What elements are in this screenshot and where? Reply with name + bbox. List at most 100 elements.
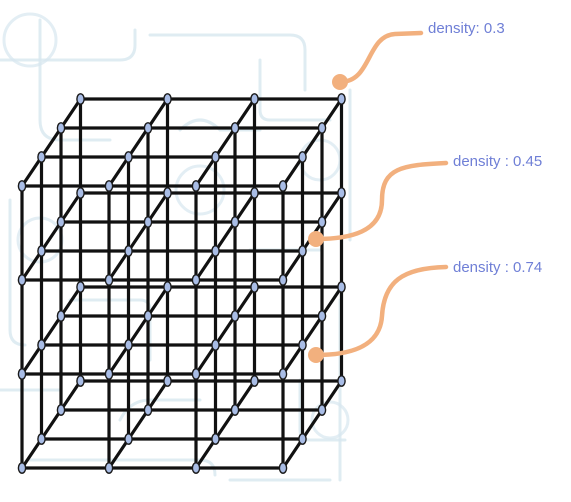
lattice-node-1-1-2 xyxy=(143,310,153,322)
lattice-node-2-0-3 xyxy=(250,375,259,387)
lattice-node-2-1-0 xyxy=(191,368,201,380)
background-ring-3 xyxy=(310,400,350,440)
edge-z-0-0-2 xyxy=(59,379,83,412)
edge-z-1-1-1 xyxy=(126,314,150,347)
lattice-node-3-3-3 xyxy=(337,93,346,105)
lattice-node-1-1-3 xyxy=(163,281,172,293)
edge-z-2-0-2 xyxy=(233,379,257,412)
edge-z-0-3-2 xyxy=(59,97,83,130)
lattice-node-1-2-1 xyxy=(124,245,133,257)
edge-z-3-2-0 xyxy=(281,249,305,282)
lattice-node-1-2-0 xyxy=(104,274,114,286)
edge-z-2-1-0 xyxy=(194,343,218,376)
edge-z-2-2-1 xyxy=(213,220,237,253)
edge-z-0-2-0 xyxy=(20,249,44,282)
edge-z-1-2-1 xyxy=(126,220,150,253)
background-trace-2 xyxy=(148,33,307,92)
lattice-node-0-3-0 xyxy=(17,180,27,192)
callout-curve-1 xyxy=(313,160,449,242)
lattice-node-3-3-1 xyxy=(298,151,307,163)
lattice-node-1-3-0 xyxy=(104,180,114,192)
lattice-node-0-0-2 xyxy=(56,404,66,416)
edge-z-3-0-2 xyxy=(320,379,344,412)
background-trace-12 xyxy=(118,398,202,422)
edge-z-1-2-2 xyxy=(146,191,170,224)
background-trace-1 xyxy=(38,18,112,142)
edge-z-3-2-2 xyxy=(320,191,344,224)
lattice-node-3-1-0 xyxy=(278,368,288,380)
lattice-node-0-1-3 xyxy=(76,281,85,293)
lattice-node-1-1-0 xyxy=(104,368,114,380)
edge-z-2-0-1 xyxy=(213,408,237,441)
lattice-node-1-3-2 xyxy=(143,122,153,134)
lattice-node-2-2-2 xyxy=(230,216,240,228)
edge-z-3-0-1 xyxy=(300,408,324,441)
edge-z-3-1-0 xyxy=(281,343,305,376)
edge-z-1-3-1 xyxy=(126,126,150,159)
edge-z-2-2-2 xyxy=(233,191,257,224)
lattice-node-3-2-3 xyxy=(337,187,346,199)
edge-z-0-0-1 xyxy=(39,408,63,441)
lattice-node-2-2-1 xyxy=(211,245,220,257)
edge-z-3-1-1 xyxy=(300,314,324,347)
lattice-node-2-1-3 xyxy=(250,281,259,293)
lattice-node-0-3-1 xyxy=(37,151,46,163)
edge-z-0-3-0 xyxy=(20,155,44,188)
edge-z-1-2-0 xyxy=(107,249,131,282)
lattice-node-3-0-2 xyxy=(317,404,327,416)
lattice-node-1-2-2 xyxy=(143,216,153,228)
callout-label-middle: density : 0.45 xyxy=(453,153,543,170)
lattice-node-0-1-2 xyxy=(56,310,66,322)
callout-curve-2 xyxy=(313,264,449,358)
lattice-nodes xyxy=(17,93,346,474)
lattice-node-0-1-1 xyxy=(37,339,46,351)
lattice-node-3-2-1 xyxy=(298,245,307,257)
background-trace-10 xyxy=(178,118,262,132)
edge-z-2-1-2 xyxy=(233,285,257,318)
lattice-node-1-2-3 xyxy=(163,187,172,199)
callout-curve-0 xyxy=(337,30,424,85)
lattice-node-1-0-1 xyxy=(124,433,133,445)
lattice-node-3-3-2 xyxy=(317,122,327,134)
lattice-node-2-1-1 xyxy=(211,339,220,351)
callout-dot-1 xyxy=(308,231,324,247)
lattice-node-3-0-3 xyxy=(337,375,346,387)
edge-z-2-0-0 xyxy=(194,437,218,470)
edge-z-2-3-2 xyxy=(233,97,257,130)
lattice-node-0-0-0 xyxy=(17,462,27,474)
lattice-node-3-1-1 xyxy=(298,339,307,351)
edge-z-1-0-2 xyxy=(146,379,170,412)
lattice-node-3-3-0 xyxy=(278,180,288,192)
edge-z-1-3-2 xyxy=(146,97,170,130)
edge-z-1-0-0 xyxy=(107,437,131,470)
edge-z-1-3-0 xyxy=(107,155,131,188)
edge-z-0-1-0 xyxy=(20,343,44,376)
edge-z-3-3-0 xyxy=(281,155,305,188)
edge-z-3-3-1 xyxy=(300,126,324,159)
lattice-node-2-2-0 xyxy=(191,274,201,286)
background-ring-0 xyxy=(2,12,58,68)
lattice-node-2-3-0 xyxy=(191,180,201,192)
lattice-node-3-2-2 xyxy=(317,216,327,228)
lattice-node-2-3-1 xyxy=(211,151,220,163)
edge-z-1-1-2 xyxy=(146,285,170,318)
lattice-node-0-0-1 xyxy=(37,433,46,445)
density-callouts xyxy=(308,30,449,363)
lattice-node-1-0-2 xyxy=(143,404,153,416)
edge-z-0-0-0 xyxy=(20,437,44,470)
edge-z-3-0-0 xyxy=(281,437,305,470)
edge-z-1-1-0 xyxy=(107,343,131,376)
edge-z-2-2-0 xyxy=(194,249,218,282)
lattice-node-3-1-3 xyxy=(337,281,346,293)
lattice-node-2-0-1 xyxy=(211,433,220,445)
lattice-node-2-1-2 xyxy=(230,310,240,322)
lattice-node-1-1-1 xyxy=(124,339,133,351)
lattice-node-0-3-2 xyxy=(56,122,66,134)
lattice-node-2-0-2 xyxy=(230,404,240,416)
edge-z-3-1-2 xyxy=(320,285,344,318)
lattice-node-3-0-1 xyxy=(298,433,307,445)
edge-z-2-3-0 xyxy=(194,155,218,188)
edge-z-3-3-2 xyxy=(320,97,344,130)
lattice-node-3-1-2 xyxy=(317,310,327,322)
